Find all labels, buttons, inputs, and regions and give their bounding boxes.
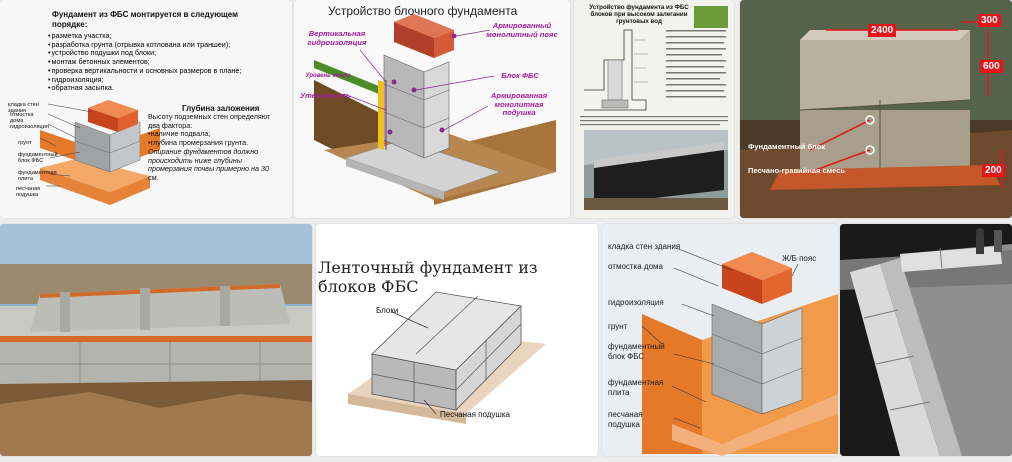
- image-result-foundation-layers[interactable]: кладка стен здания отмостка дома гидроиз…: [602, 224, 838, 456]
- diagram-label: грунт: [18, 140, 44, 146]
- dim-length: 2400: [868, 24, 896, 37]
- caption-mix: Песчано-гравийная смесь: [748, 166, 845, 175]
- depth-text: Высоту подземных стен определяют два фак…: [148, 113, 278, 183]
- label-ground-level: Уровень земли: [298, 72, 358, 81]
- diagram-label: песчаная подушка: [16, 186, 46, 199]
- block-laying-photo: [840, 224, 1012, 456]
- diagram-label: фундаментная плита: [608, 378, 672, 397]
- diagram-label: кладка стен здания: [608, 242, 680, 252]
- depth-line: Высоту подземных стен определяют два фак…: [148, 113, 278, 130]
- diagram-label: песчаная подушка: [608, 410, 672, 429]
- diagram-label: гидроизоляция: [10, 124, 48, 130]
- strip-foundation-diagram: [316, 224, 598, 456]
- diagram-label: отмостка дома: [10, 112, 48, 125]
- image-result-high-groundwater[interactable]: Устройство фундамента из ФБС блоков при …: [574, 0, 734, 218]
- diagram-label: фундаментный блок ФБС: [608, 342, 670, 361]
- image-result-fbs-block-dimensions[interactable]: 2400 300 600 200 Фундаментный блок Песча…: [740, 0, 1012, 218]
- label-fbs-block: Блок ФБС: [490, 72, 550, 81]
- image-result-fbs-mounting-order[interactable]: Фундамент из ФБС монтируется в следующем…: [0, 0, 292, 218]
- diagram-label: фундаментный блок ФБС: [18, 152, 48, 165]
- diagram-label: фундаментная плита: [18, 170, 50, 183]
- diagram-label: грунт: [608, 322, 627, 332]
- diagram-label: отмостка дома: [608, 262, 663, 272]
- label-blocks: Блоки: [376, 306, 398, 315]
- diagram-label: гидроизоляция: [608, 298, 664, 308]
- image-result-block-foundation-structure[interactable]: Устройство блочного фундамента Вертикаль…: [294, 0, 570, 218]
- groundwater-diagram: [574, 0, 734, 218]
- label-vertical-waterproofing: Вертикальная гидроизоляция: [302, 30, 372, 47]
- dim-pad: 200: [982, 164, 1005, 177]
- dim-width: 300: [978, 14, 1001, 27]
- foundation-photo: [0, 224, 312, 456]
- label-pad: Армированная монолитная подушка: [480, 92, 558, 118]
- label-sand-pad: Песчаная подушка: [440, 410, 510, 419]
- caption-block: Фундаментный блок: [748, 142, 825, 151]
- label-belt: Ж/Б пояс: [782, 254, 816, 264]
- label-belt: Армированный монолитный пояс: [484, 22, 560, 39]
- tile-title: Устройство блочного фундамента: [328, 4, 517, 18]
- dim-height: 600: [980, 60, 1003, 73]
- image-result-foundation-photo[interactable]: [0, 224, 312, 456]
- image-result-block-laying-photo[interactable]: [840, 224, 1012, 456]
- image-result-strip-foundation[interactable]: Ленточный фундамент из блоков ФБС Блоки …: [316, 224, 598, 456]
- depth-note: Опирание фундаментов должно происходить …: [148, 148, 278, 183]
- label-insulation: Утеплитель: [300, 92, 350, 101]
